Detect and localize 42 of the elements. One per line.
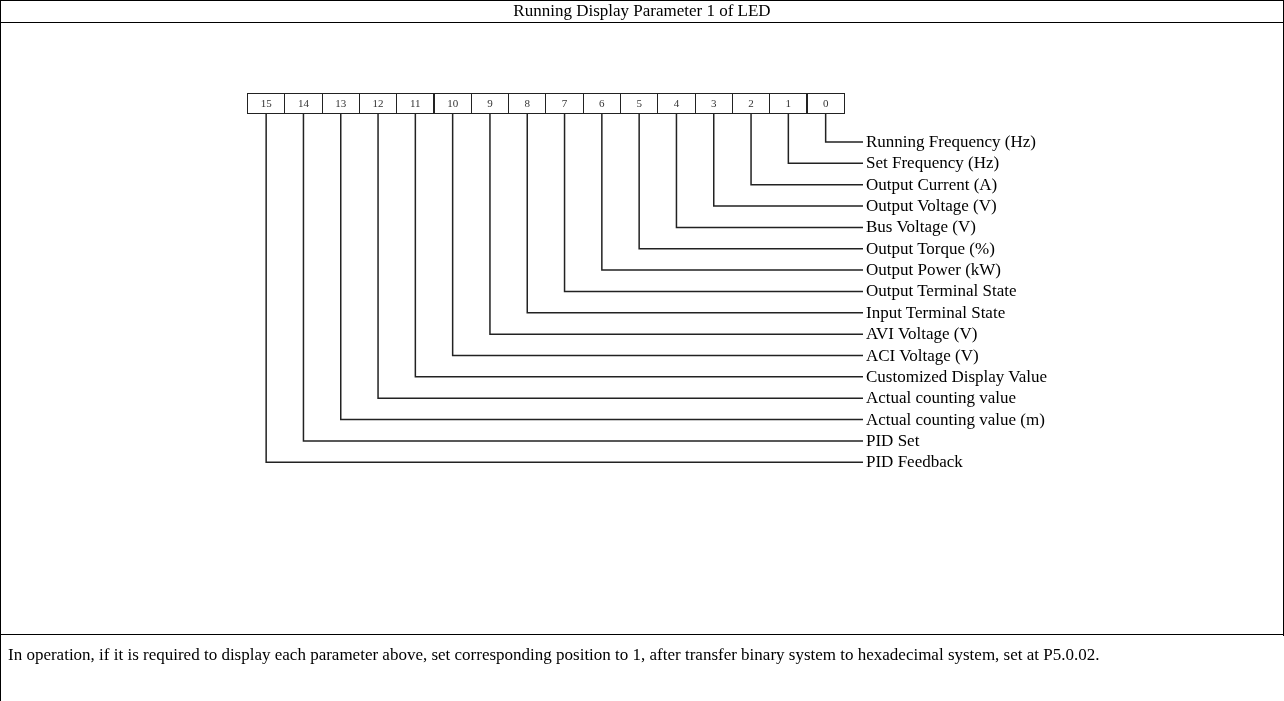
leader-line (563, 113, 864, 293)
leader-label: Bus Voltage (V) (866, 217, 976, 238)
leader-line (787, 113, 864, 165)
bit-cell: 4 (657, 93, 696, 114)
bit-cell: 14 (284, 93, 323, 114)
leader-label: PID Feedback (866, 452, 963, 473)
leader-label: Output Power (kW) (866, 260, 1002, 281)
leader-line (824, 113, 864, 143)
bit-cell: 11 (396, 93, 435, 114)
leader-line (451, 113, 864, 357)
leader-label: Output Voltage (V) (866, 196, 997, 217)
bit-cell: 0 (806, 93, 845, 114)
note-text: In operation, if it is required to display each parameter above, set corresponding position to 1, after transfer binary system to hexadecimal system, set at P5.0.02. (8, 644, 1101, 666)
leader-line (526, 113, 864, 314)
leader-label: PID Set (866, 430, 920, 451)
leader-label: Set Frequency (Hz) (866, 153, 1000, 174)
table-title: Running Display Parameter 1 of LED (512, 1, 772, 21)
leader-label: Customized Display Value (866, 366, 1047, 387)
bit-cell: 15 (247, 93, 286, 114)
leader-label: AVI Voltage (V) (866, 324, 978, 345)
leader-label: Running Frequency (Hz) (866, 132, 1036, 152)
bit-cell: 7 (545, 93, 584, 114)
bit-cell: 13 (321, 93, 360, 114)
leader-label: Output Current (A) (866, 174, 998, 195)
bit-cell: 5 (620, 93, 659, 114)
bit-cell: 8 (508, 93, 547, 114)
bit-cell: 10 (433, 93, 472, 114)
leader-label: Actual counting value (m) (866, 409, 1045, 430)
leader-label: Actual counting value (866, 388, 1017, 409)
leader-label: Input Terminal State (866, 302, 1006, 323)
leader-label: ACI Voltage (V) (866, 345, 979, 366)
bit-cell: 3 (694, 93, 733, 114)
leader-line (675, 113, 864, 229)
leader-line (489, 113, 864, 335)
bit-cell: 1 (769, 93, 808, 114)
leader-label: Output Terminal State (866, 281, 1017, 302)
leader-line (713, 113, 864, 207)
leader-line (601, 113, 864, 271)
leader-line (750, 113, 864, 186)
bit-cell: 6 (582, 93, 621, 114)
leader-line (638, 113, 864, 250)
leader-label: Output Torque (%) (866, 238, 995, 259)
